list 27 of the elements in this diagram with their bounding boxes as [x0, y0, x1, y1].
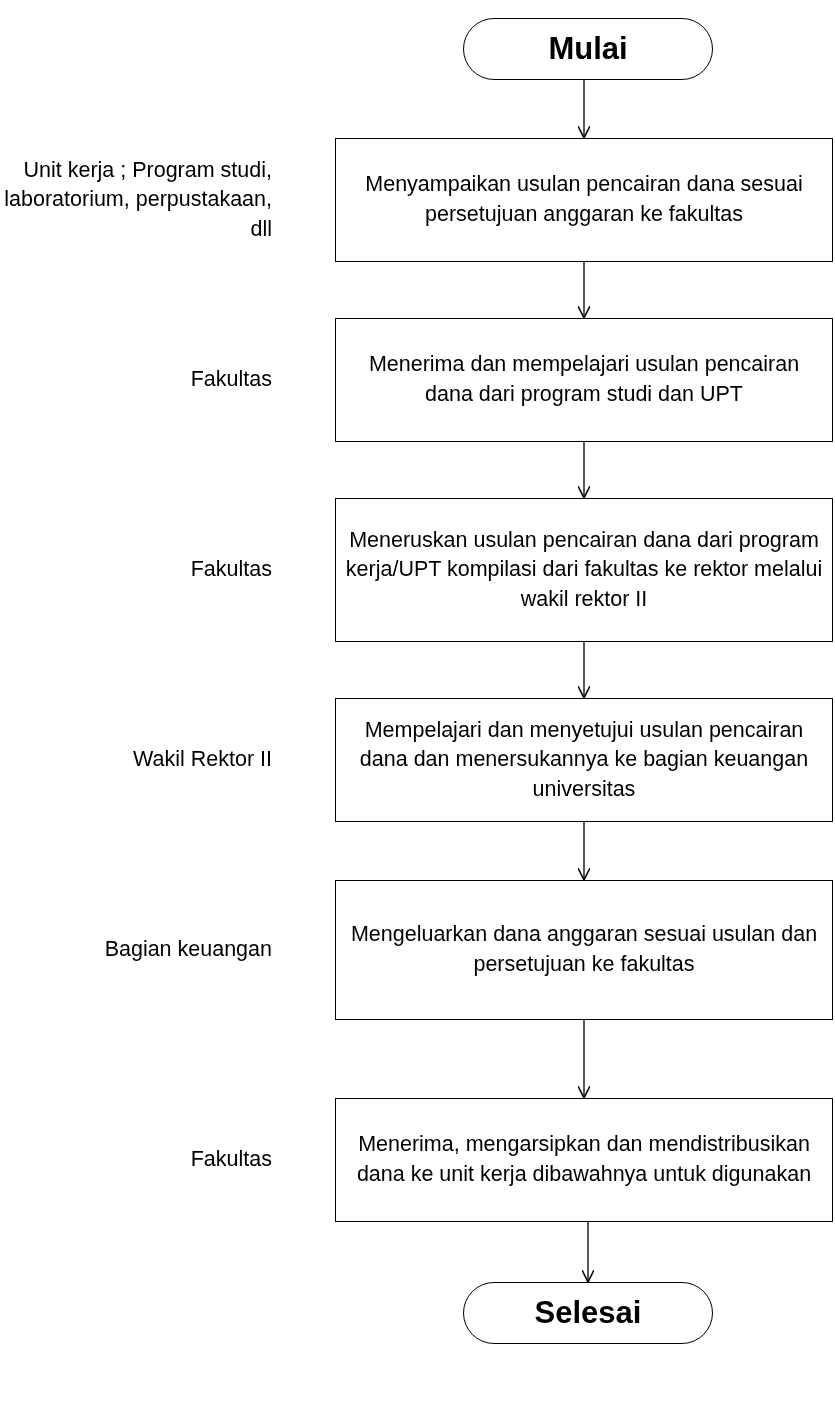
step-text: Meneruskan usulan pencairan dana dari program kerja/UPT kompilasi dari fakultas ke rektor melalui wakil rektor II [344, 526, 824, 613]
arrow [577, 441, 591, 499]
process-box [335, 318, 833, 442]
arrow [577, 821, 591, 881]
role-label: Bagian keuangan [104, 936, 272, 964]
role-label: Wakil Rektor II [133, 746, 272, 774]
process-box [335, 138, 833, 262]
step-text: Menyampaikan usulan pencairan dana sesuai persetujuan anggaran ke fakultas [364, 171, 804, 228]
step-text: Menerima, mengarsipkan dan mendistribusikan dana ke unit kerja dibawahnya untuk digunakan [355, 1131, 813, 1188]
terminator-label: Selesai [533, 1293, 643, 1332]
arrow [581, 1221, 595, 1283]
process-box [335, 698, 833, 822]
role-label: Fakultas [190, 366, 272, 394]
process-box [335, 880, 833, 1020]
step-text: Mengeluarkan dana anggaran sesuai usulan dan persetujuan ke fakultas [349, 921, 819, 978]
step-text: Menerima dan mempelajari usulan pencairan dana dari program studi dan UPT [367, 351, 801, 408]
arrow [577, 79, 591, 139]
arrow [577, 641, 591, 699]
process-box [335, 498, 833, 642]
role-label: Unit kerja ; Program studi, laboratorium, perpustakaan, dll [3, 156, 272, 243]
arrow [577, 261, 591, 319]
step-text: Mempelajari dan menyetujui usulan pencairan dana dan menersukannya ke bagian keuangan universitas [358, 716, 810, 803]
terminator-label: Mulai [547, 29, 629, 68]
role-label: Fakultas [190, 556, 272, 584]
role-label: Fakultas [190, 1146, 272, 1174]
process-box [335, 1098, 833, 1222]
arrow [577, 1019, 591, 1099]
